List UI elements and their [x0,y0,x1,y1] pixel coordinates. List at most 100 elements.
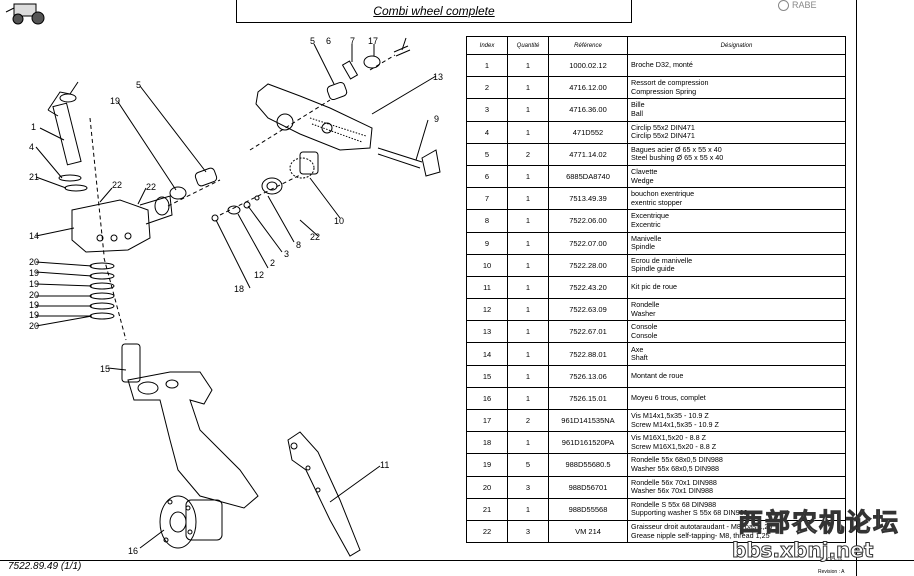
cell-quantity: 1 [507,164,549,189]
part-washer-stack [89,262,115,320]
designation-fr: Ressort de compression [631,78,709,88]
column-header-quantity: Quantité [507,36,549,55]
watermark-url: bbs.xbnj.net [731,538,874,563]
designation-en: Wedge [631,175,654,185]
designation-fr: Broche D32, monté [631,60,693,70]
designation-en: Washer [631,308,656,318]
designation-en: Steel bushing Ø 65 x 55 x 40 [631,153,724,163]
callout-19c: 19 [29,300,39,310]
callout-19a: 19 [29,268,39,278]
part-console-13 [255,83,373,151]
designation-fr: Rondelle 56x 70x1 DIN988 [631,477,717,487]
cell-reference: 7522.28.00 [548,253,628,277]
part-spindle-9 [377,147,441,177]
cell-quantity: 1 [507,342,549,366]
frame-bottom-border [0,560,914,561]
part-spindle-guide-10 [289,151,319,179]
designation-fr: Bille [631,100,645,110]
part-circlip-4 [58,174,82,182]
part-screw-18 [211,214,219,222]
callout-17: 17 [368,36,378,46]
cell-reference: 7522.67.01 [548,320,628,344]
designation-fr: Bagues acier Ø 65 x 55 x 40 [631,144,722,154]
designation-fr: Rondelle [631,300,660,310]
callout-18: 18 [234,284,244,294]
cell-quantity: 1 [507,386,549,411]
cell-reference: 7513.49.39 [548,187,628,211]
cell-designation: Montant de roue [627,364,846,388]
part-washer-12 [227,205,241,215]
cell-reference: 7526.15.01 [548,386,628,411]
callout-22c: 22 [310,232,320,242]
part-pin-1 [47,81,82,166]
callout-6: 6 [326,36,331,46]
designation-fr: Vis M16X1,5x20 - 8.8 Z [631,433,706,443]
cell-reference: 7522.07.00 [548,231,628,255]
cell-index: 13 [466,320,508,344]
callout-12: 12 [254,270,264,280]
cell-reference: 7522.63.09 [548,298,628,322]
cell-quantity: 3 [507,475,549,499]
cell-quantity: 1 [507,364,549,388]
cell-quantity: 5 [507,453,549,477]
callout-5b: 5 [310,36,315,46]
cell-quantity: 1 [507,187,549,211]
part-wheel-pick-11 [287,431,361,557]
cell-reference: 1000.02.12 [548,53,628,78]
cell-index: 22 [466,519,508,544]
cell-reference: 4716.12.00 [548,76,628,100]
designation-fr: bouchon exentrique [631,189,695,199]
cell-quantity: 1 [507,231,549,255]
designation-en: Console [631,330,658,340]
cell-designation: Graisseur droit autotaraudant - M8, pas … [627,519,846,544]
cell-index: 14 [466,342,508,366]
callout-13: 13 [433,72,443,82]
cell-reference: 961D141535NA [548,408,628,433]
cell-reference: 4716.36.00 [548,98,628,122]
callout-4: 4 [29,142,34,152]
callout-14: 14 [29,231,39,241]
cell-quantity: 3 [507,519,549,544]
designation-fr: Rondelle 55x 68x0,5 DIN988 [631,455,723,465]
part-hub-16 [159,495,223,549]
callout-15: 15 [100,364,110,374]
exploded-parts-diagram: 1 4 21 14 20 19 19 20 19 19 20 19 5 22 2… [5,3,443,557]
designation-fr: Console [631,322,658,332]
callout-20a: 20 [29,257,39,267]
page-title: Combi wheel complete [373,4,495,18]
cell-index: 19 [466,453,508,477]
cell-index: 20 [466,475,508,499]
cell-reference: 6885DA8740 [548,164,628,189]
cell-index: 8 [466,209,508,233]
designation-fr: Ecrou de manivelle [631,255,693,265]
cell-index: 12 [466,298,508,322]
cell-designation: Kit pic de roue [627,275,846,300]
revision-label: Revision : A [818,569,845,575]
cell-index: 11 [466,275,508,300]
cell-quantity: 1 [507,497,549,521]
tractor-icon [5,3,45,25]
designation-en: Shaft [631,353,648,363]
cell-reference: 7522.88.01 [548,342,628,366]
designation-en: Compression Spring [631,86,697,96]
cell-reference: 988D55680.5 [548,453,628,477]
cell-index: 16 [466,386,508,411]
